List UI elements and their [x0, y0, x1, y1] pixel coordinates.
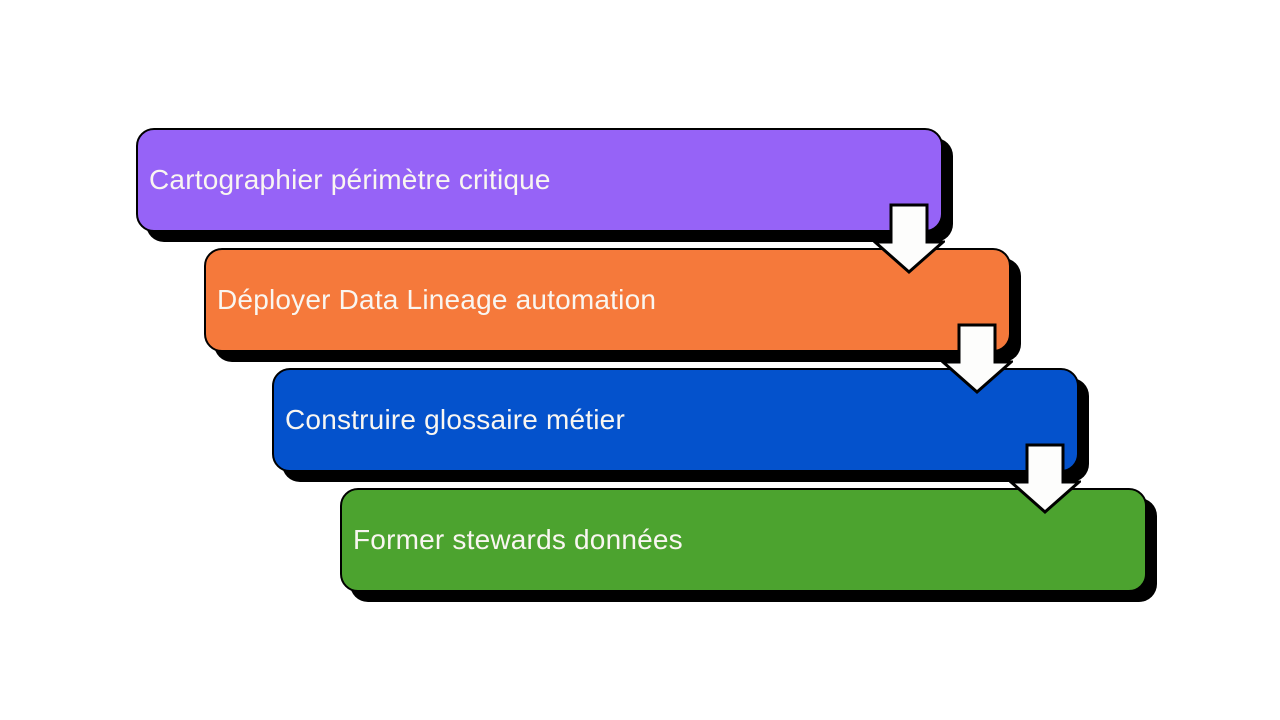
down-arrow-shape	[1009, 443, 1081, 514]
down-arrow-icon	[873, 203, 945, 274]
step-box-former: Former stewards données	[340, 488, 1147, 592]
step-label: Former stewards données	[353, 524, 683, 555]
down-arrow-icon	[941, 323, 1013, 394]
step-box-deployer: Déployer Data Lineage automation	[204, 248, 1011, 352]
step-label: Cartographier périmètre critique	[149, 164, 551, 195]
down-arrow-icon	[1009, 443, 1081, 514]
step-box-cartographier: Cartographier périmètre critique	[136, 128, 943, 232]
down-arrow-shape	[873, 203, 945, 274]
down-arrow-shape	[941, 323, 1013, 394]
step-label: Déployer Data Lineage automation	[217, 284, 657, 315]
step-label: Construire glossaire métier	[285, 404, 625, 435]
step-box-construire: Construire glossaire métier	[272, 368, 1079, 472]
